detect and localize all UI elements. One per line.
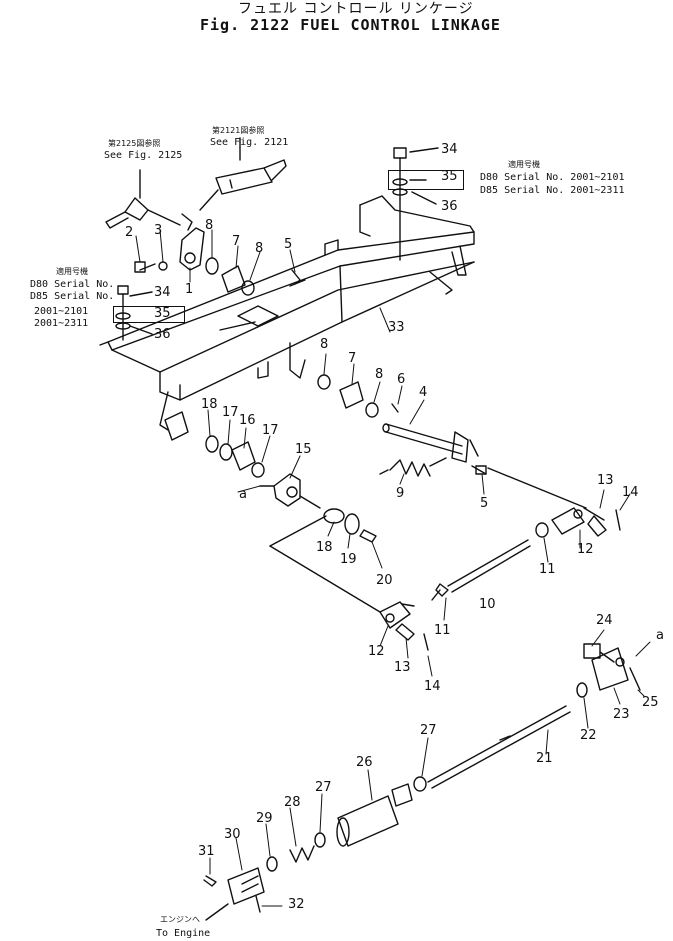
- shaft-4: [318, 375, 486, 474]
- callout-5-upper[interactable]: 5: [284, 237, 293, 252]
- callout-4[interactable]: 4: [419, 385, 428, 400]
- ref-fig-2125[interactable]: See Fig. 2125: [104, 150, 183, 161]
- callout-27-upper[interactable]: 27: [420, 723, 437, 738]
- callout-26[interactable]: 26: [356, 755, 373, 770]
- callout-21[interactable]: 21: [536, 751, 553, 766]
- callout-35-left[interactable]: 35: [154, 306, 171, 321]
- left-bolt-group: [116, 286, 152, 340]
- callout-1[interactable]: 1: [185, 282, 194, 297]
- callout-3[interactable]: 3: [154, 223, 163, 238]
- callout-8-a[interactable]: 8: [205, 218, 214, 233]
- title-japanese: フュエル コントロール リンケージ: [238, 1, 474, 17]
- callout-19[interactable]: 19: [340, 552, 357, 567]
- serial-line-d85-right: D85 Serial No. 2001~2311: [480, 185, 625, 196]
- ref-fig-2121-jp: 第2121図参照: [212, 126, 265, 135]
- callout-8-c[interactable]: 8: [320, 337, 329, 352]
- callout-a-upper[interactable]: a: [239, 487, 247, 502]
- upper-bushing-set: [206, 258, 305, 295]
- to-engine-label: To Engine: [156, 928, 211, 939]
- ref-fig-2121[interactable]: See Fig. 2121: [210, 137, 289, 148]
- serial-range-d85-left: 2001~2311: [34, 318, 89, 329]
- callout-8-b[interactable]: 8: [255, 241, 264, 256]
- callout-7-lower[interactable]: 7: [348, 351, 357, 366]
- callout-12-right[interactable]: 12: [577, 542, 594, 557]
- callout-34-top[interactable]: 34: [441, 142, 458, 157]
- callout-28[interactable]: 28: [284, 795, 301, 810]
- callout-18-upper[interactable]: 18: [201, 397, 218, 412]
- callout-33[interactable]: 33: [388, 320, 405, 335]
- callout-35-top[interactable]: 35: [441, 169, 458, 184]
- serial-heading-left: 適用号機: [56, 267, 88, 276]
- callout-27-lower[interactable]: 27: [315, 780, 332, 795]
- callout-5-lower[interactable]: 5: [480, 496, 489, 511]
- leader-lines: [136, 230, 650, 906]
- spring-9: [380, 458, 446, 476]
- callout-18-lower[interactable]: 18: [316, 540, 333, 555]
- callout-25[interactable]: 25: [642, 695, 659, 710]
- callout-29[interactable]: 29: [256, 811, 273, 826]
- callout-10[interactable]: 10: [479, 597, 496, 612]
- callout-12-left[interactable]: 12: [368, 644, 385, 659]
- callout-13-left[interactable]: 13: [394, 660, 411, 675]
- to-engine-jp: エンジンへ: [160, 915, 200, 924]
- callout-2[interactable]: 2: [125, 225, 134, 240]
- lower-assembly: [204, 644, 640, 920]
- callout-7-upper[interactable]: 7: [232, 234, 241, 249]
- lower-joint: [270, 516, 440, 650]
- callout-a-lower[interactable]: a: [656, 628, 664, 643]
- serial-line-d85-left: D85 Serial No.: [30, 291, 115, 302]
- callout-34-left[interactable]: 34: [154, 285, 171, 300]
- callout-22[interactable]: 22: [580, 728, 597, 743]
- top-bolt-group: [393, 148, 438, 260]
- figure-title: Fig. 2122 FUEL CONTROL LINKAGE: [200, 16, 501, 34]
- box-callout-35-top: [388, 170, 464, 190]
- callout-11-left[interactable]: 11: [434, 623, 451, 638]
- pivot-stack: [165, 412, 264, 477]
- callout-13-right[interactable]: 13: [597, 473, 614, 488]
- serial-heading-right: 適用号機: [508, 160, 540, 169]
- callout-17-a[interactable]: 17: [222, 405, 239, 420]
- callout-36-left[interactable]: 36: [154, 327, 171, 342]
- callout-9[interactable]: 9: [396, 486, 405, 501]
- callout-24[interactable]: 24: [596, 613, 613, 628]
- callout-11-right[interactable]: 11: [539, 562, 556, 577]
- callout-32[interactable]: 32: [288, 897, 305, 912]
- callout-14-right[interactable]: 14: [622, 485, 639, 500]
- callout-31[interactable]: 31: [198, 844, 215, 859]
- serial-range-d80-left: 2001~2101: [34, 306, 89, 317]
- callout-8-d[interactable]: 8: [375, 367, 384, 382]
- rod-10: [436, 468, 620, 596]
- callout-15[interactable]: 15: [295, 442, 312, 457]
- callout-30[interactable]: 30: [224, 827, 241, 842]
- callout-6[interactable]: 6: [397, 372, 406, 387]
- callout-23[interactable]: 23: [613, 707, 630, 722]
- lever-15: [260, 474, 376, 542]
- ref-fig-2125-jp: 第2125図参照: [108, 139, 161, 148]
- callout-17-b[interactable]: 17: [262, 423, 279, 438]
- callout-20[interactable]: 20: [376, 573, 393, 588]
- callout-14-left[interactable]: 14: [424, 679, 441, 694]
- callout-36-top[interactable]: 36: [441, 199, 458, 214]
- box-callout-35-left: [113, 306, 185, 323]
- lever-1: [135, 214, 204, 272]
- serial-line-d80-right: D80 Serial No. 2001~2101: [480, 172, 625, 183]
- callout-16[interactable]: 16: [239, 413, 256, 428]
- rod-to-fig-2121: [200, 138, 286, 210]
- main-frame-33: [100, 196, 474, 430]
- serial-line-d80-left: D80 Serial No.: [30, 279, 115, 290]
- rod-to-fig-2125: [106, 170, 180, 228]
